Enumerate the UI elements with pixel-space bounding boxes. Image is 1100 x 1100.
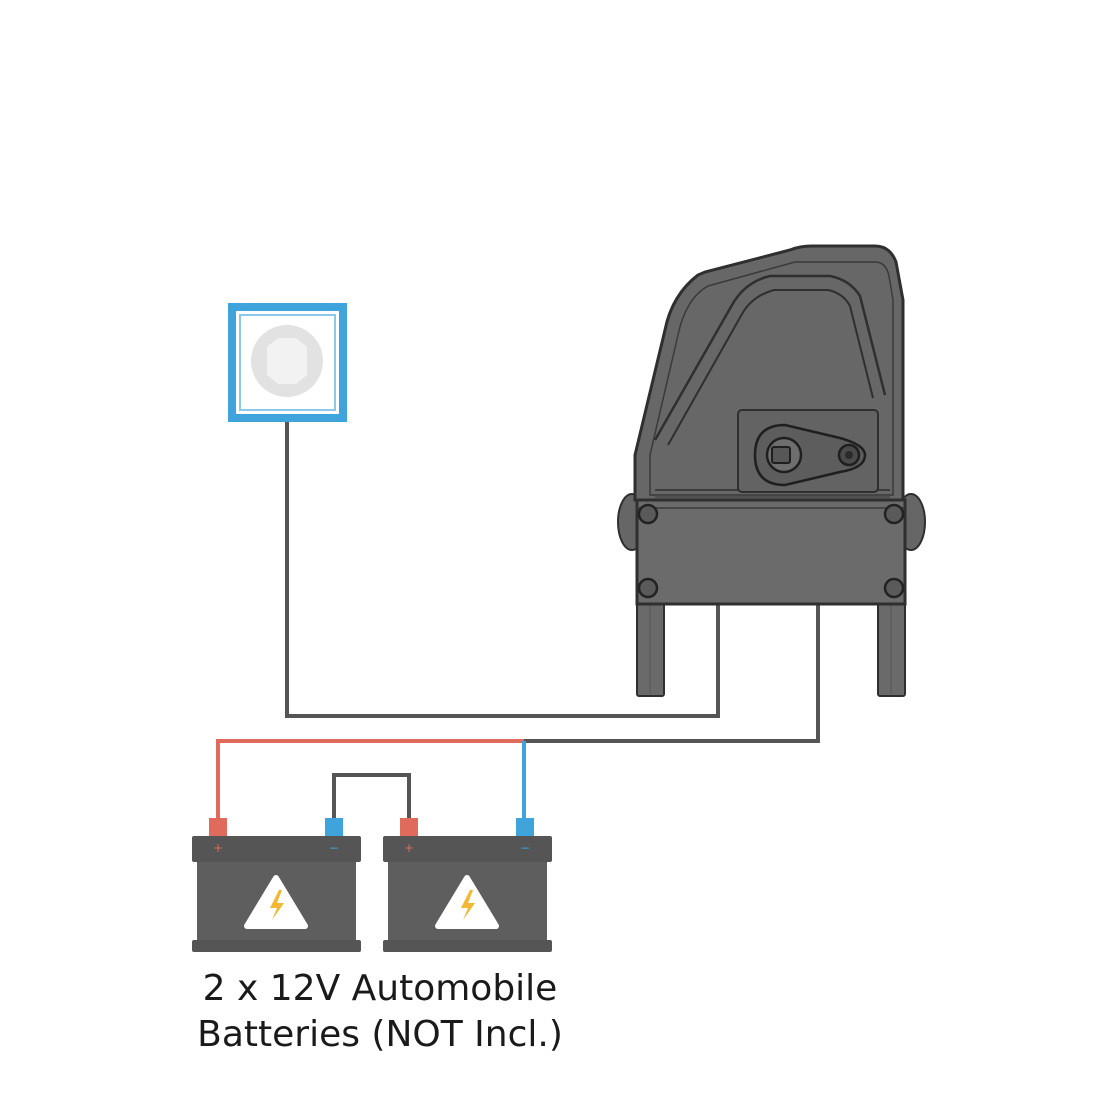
gate-opener-motor-icon	[617, 244, 926, 697]
wire-series-jumper	[332, 773, 411, 820]
car-battery-icon: + −	[192, 818, 361, 952]
battery-caption-line-1: 2 x 12V Automobile	[202, 968, 558, 1009]
wire-outlet-to-opener	[285, 388, 720, 718]
car-battery-icon: + −	[383, 818, 552, 952]
high-voltage-warning-icon	[244, 875, 308, 929]
terminal-positive	[400, 818, 418, 836]
bolts	[637, 503, 905, 599]
battery-caption-line-2: Batteries (NOT Incl.)	[197, 1014, 563, 1055]
terminal-positive	[209, 818, 227, 836]
wires	[216, 388, 820, 820]
negative-mark: −	[329, 841, 339, 855]
positive-mark: +	[404, 841, 414, 855]
wire-battery-positive	[216, 739, 524, 820]
positive-mark: +	[213, 841, 223, 855]
terminal-negative	[325, 818, 343, 836]
wall-outlet-icon	[228, 303, 347, 422]
high-voltage-warning-icon	[435, 875, 499, 929]
terminal-negative	[516, 818, 534, 836]
negative-mark: −	[520, 841, 530, 855]
wire-opener-to-battery-negative	[524, 604, 820, 743]
